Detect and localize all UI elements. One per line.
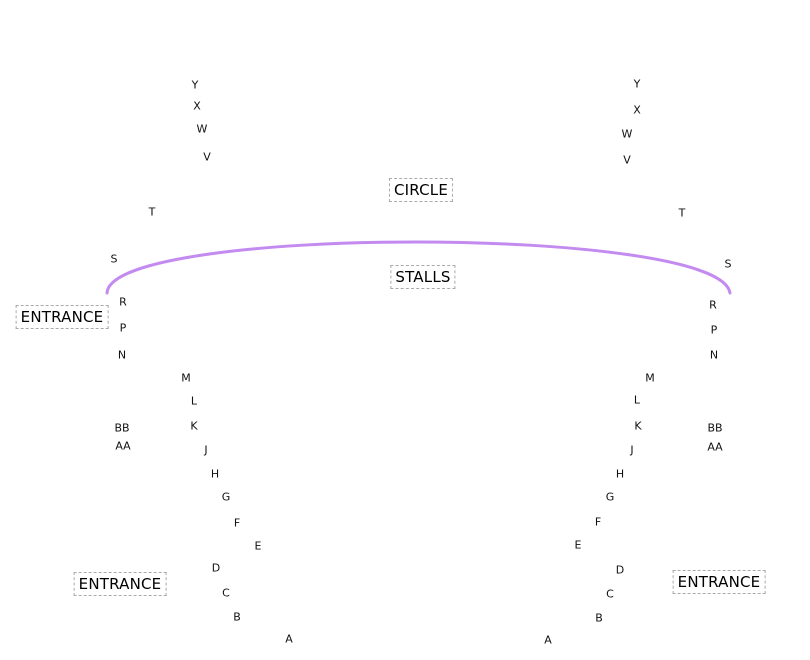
left-row-w: W xyxy=(196,122,208,136)
right-row-w: W xyxy=(621,127,633,141)
right-row-b: B xyxy=(595,611,603,625)
right-row-p: P xyxy=(710,323,718,337)
left-row-aa: AA xyxy=(115,439,131,453)
right-row-k: K xyxy=(634,419,642,433)
right-row-j: J xyxy=(630,443,634,457)
left-row-j: J xyxy=(204,443,208,457)
entrance-left-mid[interactable]: ENTRANCE xyxy=(15,305,109,329)
right-row-n: N xyxy=(709,348,719,362)
left-row-x: X xyxy=(193,99,201,113)
left-row-e: E xyxy=(254,539,262,553)
right-row-r: R xyxy=(709,298,717,312)
entrance-right-bottom[interactable]: ENTRANCE xyxy=(672,570,766,594)
left-row-p: P xyxy=(119,321,127,335)
right-row-v: V xyxy=(623,153,631,167)
right-row-y: Y xyxy=(633,77,641,91)
left-row-y: Y xyxy=(191,78,199,92)
left-row-n: N xyxy=(117,348,127,362)
left-row-k: K xyxy=(190,419,198,433)
right-row-bb: BB xyxy=(707,421,723,435)
left-row-f: F xyxy=(233,516,241,530)
left-row-v: V xyxy=(203,150,211,164)
left-row-h: H xyxy=(210,467,220,481)
left-row-s: S xyxy=(110,252,118,266)
left-row-t: T xyxy=(148,205,156,219)
stalls-label: STALLS xyxy=(390,265,456,289)
entrance-left-bottom[interactable]: ENTRANCE xyxy=(73,572,167,596)
right-row-t: T xyxy=(678,206,686,220)
left-row-m: M xyxy=(181,371,191,385)
right-row-f: F xyxy=(594,515,602,529)
left-row-b: B xyxy=(233,610,241,624)
left-row-g: G xyxy=(221,490,231,504)
left-row-c: C xyxy=(222,586,230,600)
right-row-l: L xyxy=(633,393,641,407)
left-row-r: R xyxy=(119,295,127,309)
right-row-g: G xyxy=(605,490,615,504)
left-row-a: A xyxy=(285,632,293,646)
right-row-m: M xyxy=(645,371,655,385)
circle-label: CIRCLE xyxy=(388,178,454,202)
left-row-bb: BB xyxy=(114,421,130,435)
right-row-s: S xyxy=(724,257,732,271)
right-row-a: A xyxy=(544,633,552,647)
divider-arc xyxy=(105,240,732,295)
right-row-x: X xyxy=(633,103,641,117)
right-row-c: C xyxy=(606,587,614,601)
left-row-l: L xyxy=(190,394,198,408)
right-row-d: D xyxy=(615,563,625,577)
right-row-aa: AA xyxy=(707,440,723,454)
right-row-e: E xyxy=(574,538,582,552)
left-row-d: D xyxy=(211,561,221,575)
right-row-h: H xyxy=(615,467,625,481)
